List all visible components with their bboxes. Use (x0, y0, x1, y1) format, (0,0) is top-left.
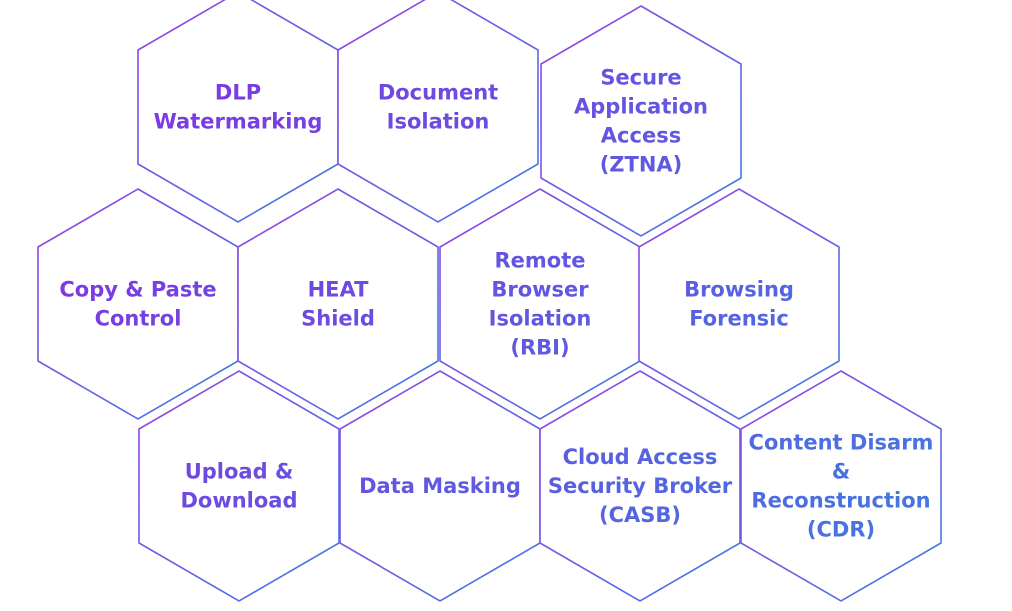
hexagon-label: HEAT Shield (301, 278, 375, 331)
hexagon-label-line: Control (95, 307, 182, 331)
hexagon-outline (540, 5, 742, 237)
hexagon-label: Content Disarm & Reconstruction (CDR) (749, 431, 934, 542)
hexagon-heat-shield: HEAT Shield (237, 188, 439, 420)
hexagon-outline (237, 188, 439, 420)
hexagon-upload-download: Upload & Download (138, 370, 340, 602)
hexagon-label-line: Browser (491, 278, 589, 302)
hexagon-outline (138, 370, 340, 602)
hexagon-label-line: Shield (301, 307, 375, 331)
hexagon-label-line: Cloud Access (563, 445, 718, 469)
hexagon-label-line: Upload & (185, 460, 294, 484)
hexagon-outline (638, 188, 840, 420)
hexagon-label-line: DLP (215, 81, 261, 105)
hexagon-label-line: HEAT (308, 278, 370, 302)
hexagon-dlp-watermarking: DLP Watermarking (137, 0, 339, 223)
hexagon-label-line: Copy & Paste (59, 278, 216, 302)
hexagon-label-line: Application (574, 95, 708, 119)
hexagon-label-line: (CDR) (807, 518, 875, 542)
hexagon-label-line: Forensic (689, 307, 789, 331)
hexagon-label-line: (CASB) (599, 503, 681, 527)
hexagon-label: DLP Watermarking (154, 81, 323, 134)
hexagon-label: Data Masking (359, 474, 521, 498)
hexagon-label-line: (RBI) (510, 336, 569, 360)
hexagon-label-line: (ZTNA) (600, 153, 683, 177)
hexagon-label: Upload & Download (180, 460, 297, 513)
hexagon-cdr: Content Disarm & Reconstruction (CDR) (740, 370, 942, 602)
hexagon-outline (539, 370, 741, 602)
hexagon-label-line: Security Broker (548, 474, 733, 498)
hexagon-label-line: Watermarking (154, 110, 323, 134)
hexagon-label-line: Content Disarm (749, 431, 934, 455)
hexagon-label-line: Remote (494, 249, 585, 273)
hexagon-label-line: Secure (600, 66, 681, 90)
hexagon-outline (37, 188, 239, 420)
hexagon-outline (337, 0, 539, 223)
hexagon-label-line: Isolation (489, 307, 592, 331)
hexagon-outline (439, 188, 641, 420)
hexagon-label-line: Access (601, 124, 681, 148)
hexagon-label-line: Data Masking (359, 474, 521, 498)
hexagon-label-line: & (832, 460, 850, 484)
hexagon-label-line: Document (378, 81, 498, 105)
hexagon-outline (740, 370, 942, 602)
hexagon-data-masking: Data Masking (339, 370, 541, 602)
hexagon-label-line: Isolation (387, 110, 490, 134)
hexagon-label-line: Download (180, 489, 297, 513)
hexagon-label-line: Browsing (684, 278, 794, 302)
hexagon-label-line: Reconstruction (751, 489, 930, 513)
